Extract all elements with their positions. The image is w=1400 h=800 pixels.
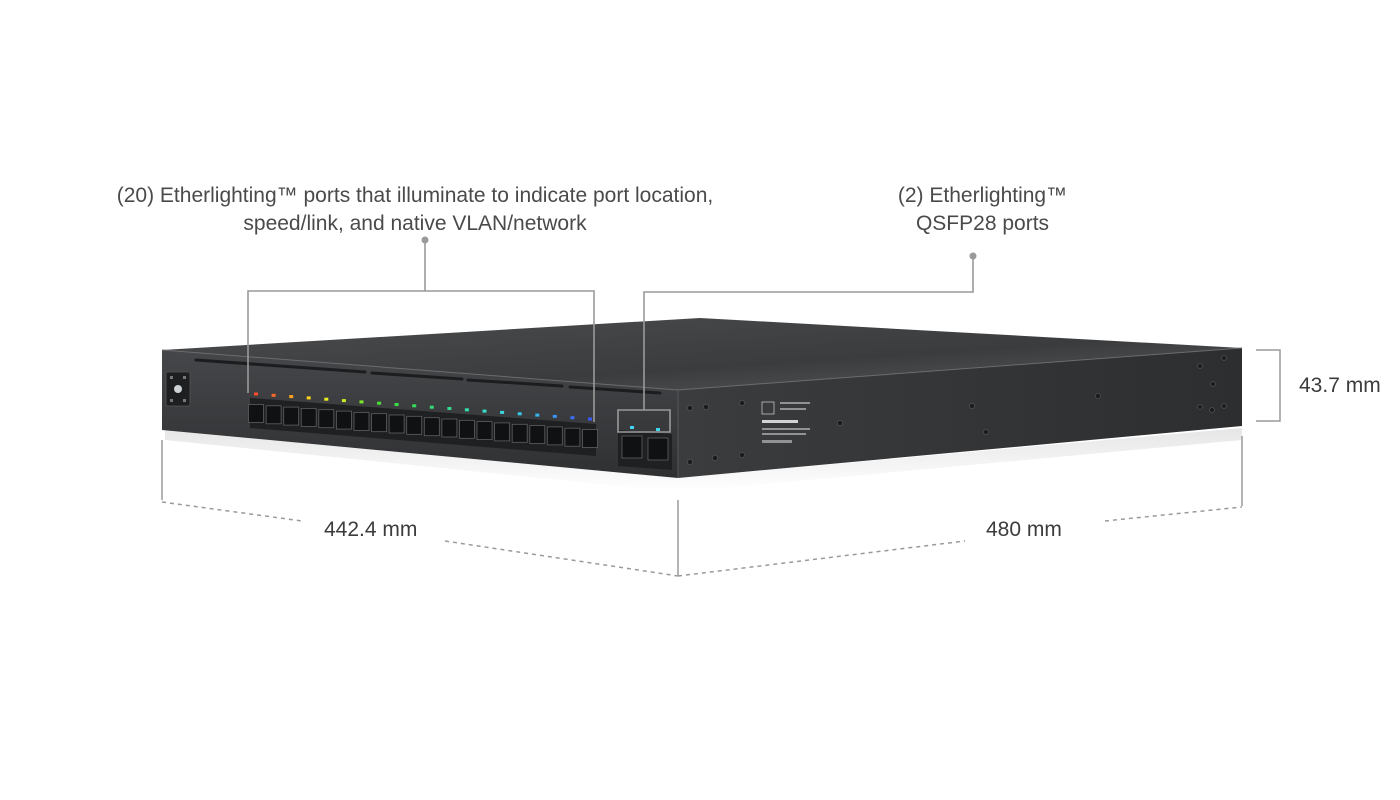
height-dimension-label: 43.7 mm: [1299, 374, 1381, 397]
sfp-port: [564, 427, 581, 447]
port-led: [324, 397, 329, 401]
port-led: [271, 393, 276, 397]
sfp-port: [318, 409, 335, 429]
sfp-port: [265, 405, 282, 425]
sfp-port: [388, 414, 405, 434]
port-led: [377, 401, 382, 405]
port-led: [412, 404, 417, 408]
qsfp-ports: [621, 435, 669, 461]
qsfp-callout-leader: [617, 256, 974, 433]
sfp-port: [494, 422, 511, 442]
port-led: [341, 399, 346, 403]
side-screws: [687, 355, 1227, 465]
port-leds: [254, 392, 592, 421]
ports-callout-line-2: speed/link, and native VLAN/network: [243, 212, 587, 235]
port-led: [535, 413, 540, 417]
port-led: [482, 409, 487, 413]
port-led: [570, 416, 575, 420]
port-led: [588, 417, 592, 421]
sfp-port: [371, 413, 388, 433]
ports-callout-line-1: (20) Etherlighting™ ports that illuminat…: [116, 184, 714, 207]
sfp-port: [283, 406, 300, 426]
side-product-label: [761, 401, 810, 443]
port-led: [500, 410, 505, 414]
ports-callout-dot: [421, 236, 429, 244]
sfp-port: [582, 429, 598, 448]
sfp-port: [406, 415, 423, 435]
port-led: [447, 407, 452, 410]
front-vent-slots: [194, 358, 662, 395]
sfp-port: [335, 410, 352, 430]
sfp-port: [300, 407, 317, 427]
sfp-port: [546, 426, 563, 446]
ports-callout-label: (20) Etherlighting™ ports that illuminat…: [60, 182, 770, 238]
console-module: [165, 371, 191, 407]
qsfp-port: [647, 437, 669, 461]
qsfp-led: [630, 426, 634, 429]
qsfp-led: [656, 428, 660, 431]
port-led: [254, 392, 258, 396]
sfp-port: [476, 421, 493, 441]
chassis-top: [162, 318, 1242, 390]
port-led: [359, 400, 364, 404]
ports-callout-leader: [247, 240, 595, 422]
width-dimension-label: 442.4 mm: [324, 518, 418, 541]
sfp-ports: [248, 404, 598, 448]
floor-shadow: [165, 428, 1242, 492]
port-led: [289, 395, 294, 399]
qsfp-port: [621, 435, 643, 459]
port-led: [464, 408, 469, 412]
qsfp-callout-line-2: QSFP28 ports: [915, 212, 1050, 235]
qsfp-leds: [630, 426, 660, 431]
sfp-port: [353, 411, 370, 431]
sfp-port: [423, 417, 440, 437]
sfp-port: [529, 425, 546, 445]
port-led: [394, 403, 399, 406]
sfp-port: [441, 418, 458, 438]
sfp-port: [248, 404, 264, 423]
dimension-lines: [161, 349, 1281, 577]
port-led: [429, 405, 434, 409]
sfp-port: [458, 419, 475, 439]
chassis-side: [678, 348, 1242, 478]
depth-dimension-label: 480 mm: [986, 518, 1062, 541]
sfp-port: [511, 423, 528, 443]
qsfp-callout-label: (2) Etherlighting™ QSFP28 ports: [860, 182, 1105, 238]
port-led: [306, 396, 311, 400]
qsfp-callout-dot: [969, 252, 977, 260]
port-led: [552, 414, 557, 418]
qsfp-callout-line-1: (2) Etherlighting™: [897, 184, 1068, 207]
port-led: [517, 412, 522, 416]
